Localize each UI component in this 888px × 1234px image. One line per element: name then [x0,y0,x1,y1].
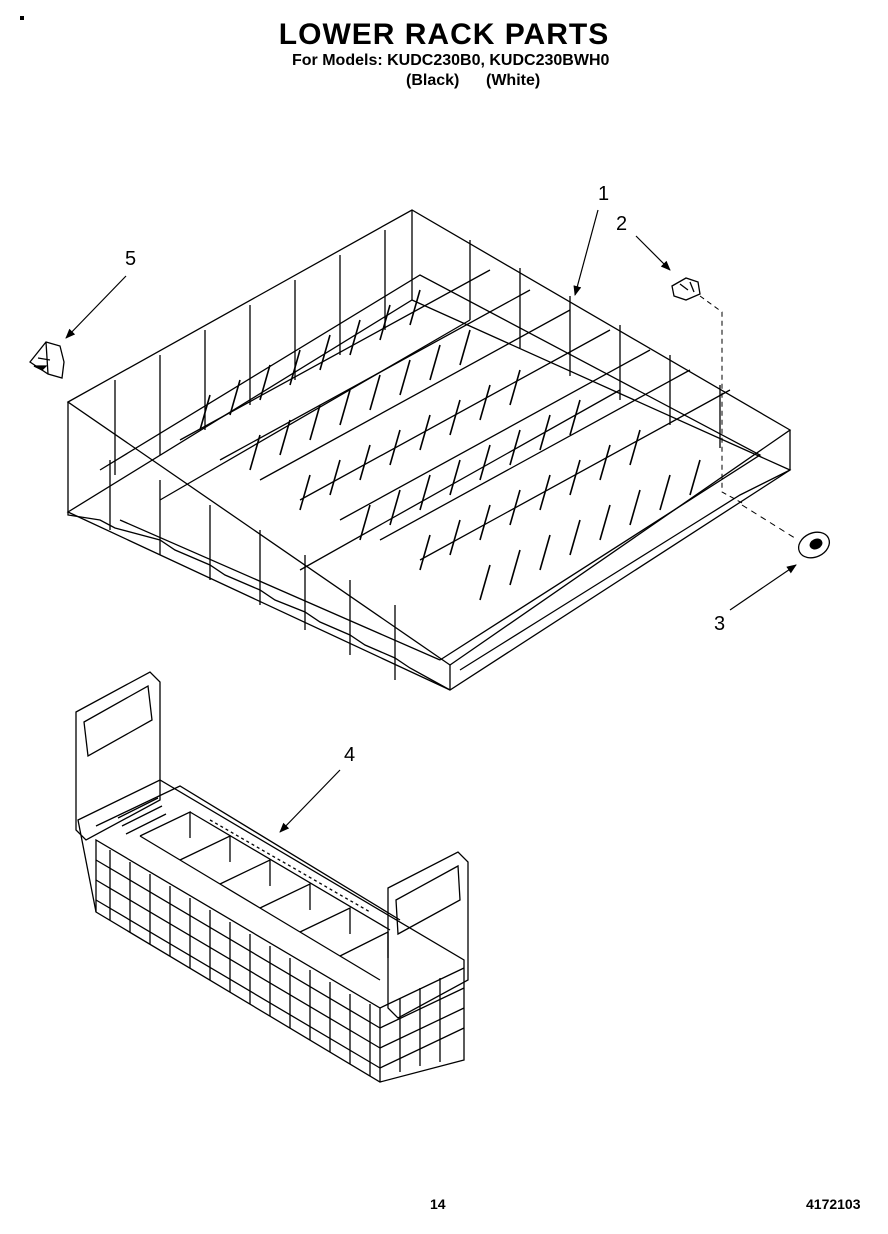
leader-arrow-5 [65,275,127,339]
callout-2: 2 [616,213,628,235]
callout-4: 4 [344,744,356,766]
leader-arrow-2 [635,235,671,271]
silverware-basket [75,671,469,1083]
rack-clip [29,341,65,379]
rack-wheel [797,531,831,559]
models-subtitle: For Models: KUDC230B0, KUDC230BWH0 [292,52,610,69]
variant-black-label: (Black) [406,72,460,89]
leader-arrow-4 [279,769,341,833]
callout-5: 5 [125,248,137,270]
rack-bumper [671,277,701,301]
callout-1: 1 [598,183,610,205]
variant-white-label: (White) [486,72,541,89]
page-number: 14 [430,1196,446,1212]
bumper-leader-dash [699,295,745,505]
lower-rack [66,209,792,691]
page-title: LOWER RACK PARTS [278,18,610,51]
callout-3: 3 [714,613,726,635]
leader-arrow-3 [729,564,797,611]
wheel-axle-dash [741,504,799,541]
document-number: 4172103 [806,1196,861,1212]
corner-mark [20,16,24,20]
leader-arrow-1 [573,209,599,296]
